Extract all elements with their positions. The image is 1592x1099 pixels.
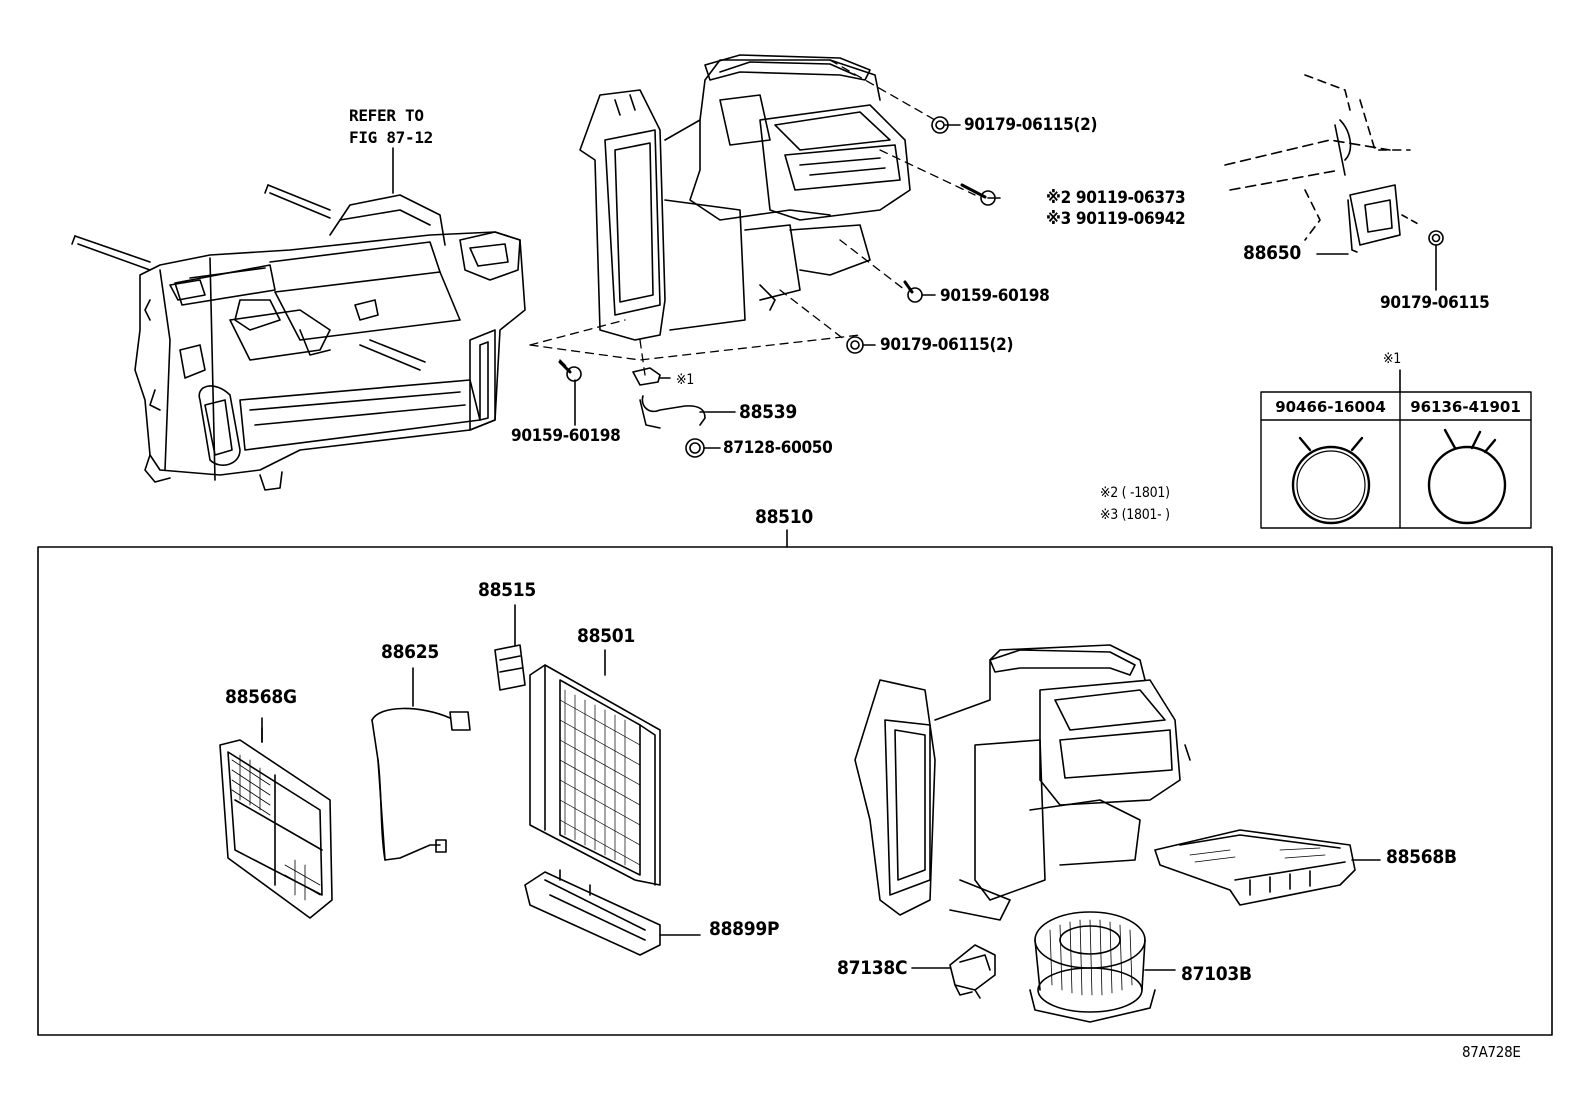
label-88501: 88501	[577, 625, 635, 647]
sensor-wire-88625-illustration	[371, 667, 471, 861]
callout-assembly-88510: 88510	[755, 506, 813, 528]
callout-88539: 88539	[739, 401, 797, 423]
blower-case-illustration	[854, 644, 1191, 921]
clamp-table-frame	[1260, 369, 1532, 529]
label-88625: 88625	[381, 641, 439, 663]
hvac-unit-illustration	[71, 184, 526, 491]
sensor-bracket-illustration	[1224, 74, 1444, 291]
upper-case-illustration	[579, 54, 911, 341]
evaporator-88501-illustration	[529, 649, 661, 886]
filter-88568b-illustration	[1154, 829, 1381, 906]
clamp-table-col1: 90466-16004	[1275, 398, 1386, 416]
blower-motor-87103b-illustration	[1029, 911, 1176, 1023]
assembly-frame	[37, 546, 1553, 1036]
callout-90179-top: 90179-06115(2)	[964, 115, 1098, 135]
cover-88899p-illustration	[524, 869, 701, 956]
note-3: ※3 (1801- )	[1100, 507, 1170, 523]
note-2: ※2 ( -1801)	[1100, 485, 1170, 501]
callout-90119-b: ※3 90119-06942	[1046, 209, 1186, 229]
fasteners	[558, 116, 1001, 426]
callout-88650: 88650	[1243, 242, 1301, 264]
refer-note-line1: REFER TO	[349, 106, 424, 125]
callout-90179-single: 90179-06115	[1380, 293, 1490, 313]
callout-clamp-ref: ※1	[676, 372, 694, 388]
label-88568g: 88568G	[225, 686, 297, 708]
small-parts	[632, 367, 736, 458]
label-87103b: 87103B	[1181, 963, 1252, 985]
callout-90179-mid: 90179-06115(2)	[880, 335, 1014, 355]
label-88568b: 88568B	[1386, 846, 1457, 868]
refer-note-line2: FIG 87-12	[349, 128, 433, 147]
label-87138c: 87138C	[837, 957, 908, 979]
resistor-87138c-illustration	[911, 944, 996, 999]
callout-90159-left: 90159-60198	[511, 426, 621, 446]
callout-90159-right: 90159-60198	[940, 286, 1050, 306]
figure-id: 87A728E	[1462, 1043, 1521, 1061]
filter-88568g-illustration	[219, 727, 333, 919]
callout-87128: 87128-60050	[723, 438, 833, 458]
clamp-table-title: ※1	[1383, 351, 1401, 367]
label-88899p: 88899P	[709, 918, 780, 940]
callout-90119-a: ※2 90119-06373	[1046, 188, 1186, 208]
label-88515: 88515	[478, 579, 536, 601]
expansion-valve-88515-illustration	[494, 604, 526, 691]
clamp-table-col2: 96136-41901	[1410, 398, 1521, 416]
